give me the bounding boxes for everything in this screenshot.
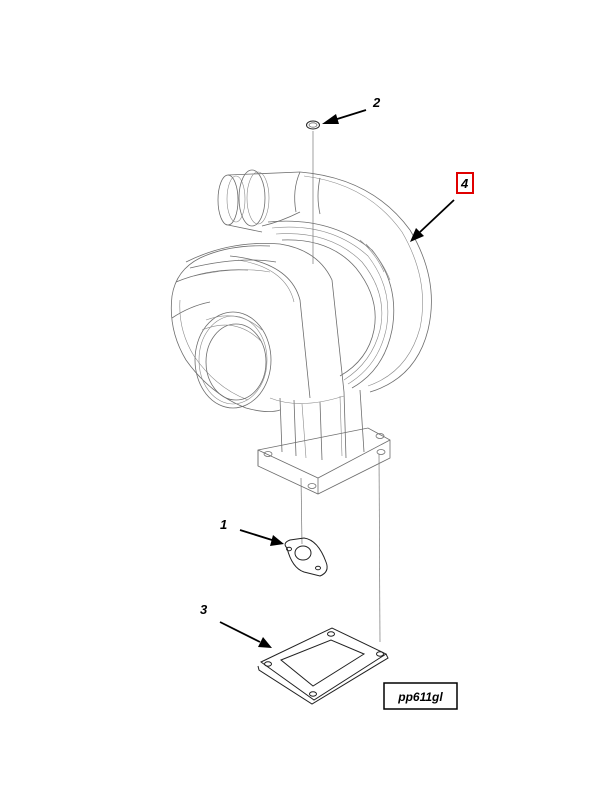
callout-arrow-1 bbox=[239, 529, 284, 546]
center-housing bbox=[267, 220, 395, 389]
callout-label-1: 1 bbox=[220, 517, 227, 532]
callout-arrow-4 bbox=[410, 199, 455, 242]
compressor-housing bbox=[294, 171, 432, 393]
turbocharger-assembly bbox=[170, 169, 432, 495]
turbine-housing bbox=[170, 243, 365, 461]
callout-label-3: 3 bbox=[200, 602, 208, 617]
figure-reference-code: pp611gl bbox=[397, 690, 443, 704]
callout-label-4: 4 bbox=[460, 176, 469, 191]
callout-label-2: 2 bbox=[372, 95, 381, 110]
oil-drain-gasket-part bbox=[284, 537, 328, 577]
callout-4-highlight-box bbox=[456, 172, 474, 194]
callout-arrow-3 bbox=[219, 621, 272, 648]
turbine-inlet-gasket-part bbox=[257, 627, 389, 705]
figure-reference-box: pp611gl bbox=[383, 682, 458, 710]
turbine-inlet-flange bbox=[257, 427, 391, 495]
assembly-center-lines bbox=[300, 131, 381, 643]
o-ring-part bbox=[306, 120, 320, 130]
callout-arrow-2 bbox=[322, 109, 367, 124]
compressor-inlet-pipe bbox=[217, 169, 301, 233]
